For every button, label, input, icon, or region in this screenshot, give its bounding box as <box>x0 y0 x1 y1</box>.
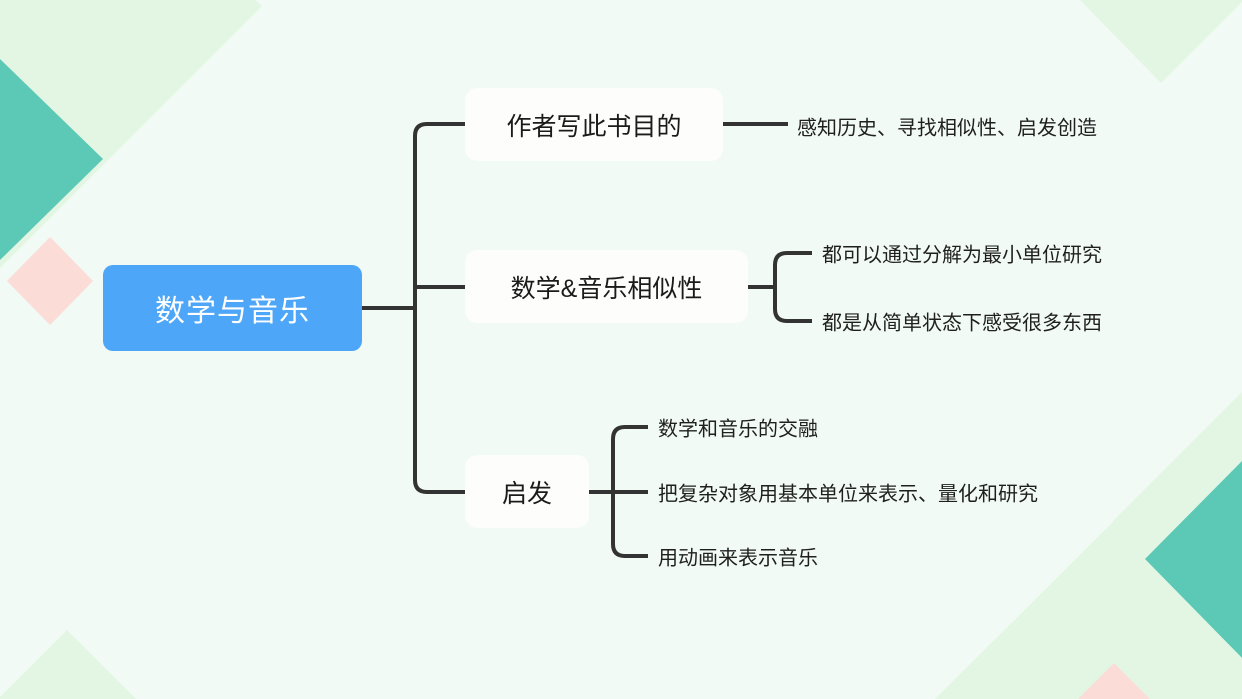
mindmap-branch-label-1: 作者写此书目的 <box>506 112 682 141</box>
mindmap-branch-node-3[interactable]: 启发 <box>465 455 589 528</box>
decor-teal-diamond-topleft <box>0 58 103 261</box>
decor-pink-diamond-bottom <box>1078 663 1150 699</box>
mindmap-leaf-2-2[interactable]: 都是从简单状态下感受很多东西 <box>822 312 1102 335</box>
connector-branch2-leaf2 <box>773 287 812 323</box>
connector-branch3-leaf3 <box>611 492 648 558</box>
mindmap-branch-node-2[interactable]: 数学&音乐相似性 <box>465 250 748 323</box>
mindmap-leaf-2-1[interactable]: 都可以通过分解为最小单位研究 <box>822 244 1102 267</box>
mindmap-leaf-3-3[interactable]: 用动画来表示音乐 <box>658 547 818 570</box>
mindmap-branch-label-3: 启发 <box>501 479 552 508</box>
connector-branch3-leaf1 <box>611 425 648 492</box>
decor-teal-diamond-bottomright-2 <box>1145 461 1242 658</box>
connector-trunk-branch1 <box>413 122 465 308</box>
mindmap-root-label: 数学与音乐 <box>155 295 310 328</box>
mindmap-root-node[interactable]: 数学与音乐 <box>103 265 362 351</box>
connector-trunk-branch3 <box>413 308 465 494</box>
mindmap-leaf-3-2[interactable]: 把复杂对象用基本单位来表示、量化和研究 <box>658 483 1038 506</box>
mindmap-branch-node-1[interactable]: 作者写此书目的 <box>465 88 723 161</box>
mindmap-branch-label-2: 数学&音乐相似性 <box>510 274 703 303</box>
decor-pink-diamond-left <box>7 237 93 325</box>
decor-green-triangle-topright-2 <box>1080 0 1242 83</box>
connector-branch2-leaf1 <box>773 251 812 287</box>
decor-green-triangle-bottomleft <box>0 630 136 699</box>
mindmap-leaf-3-1[interactable]: 数学和音乐的交融 <box>658 418 818 441</box>
mindmap-leaf-1-1[interactable]: 感知历史、寻找相似性、启发创造 <box>797 117 1097 140</box>
